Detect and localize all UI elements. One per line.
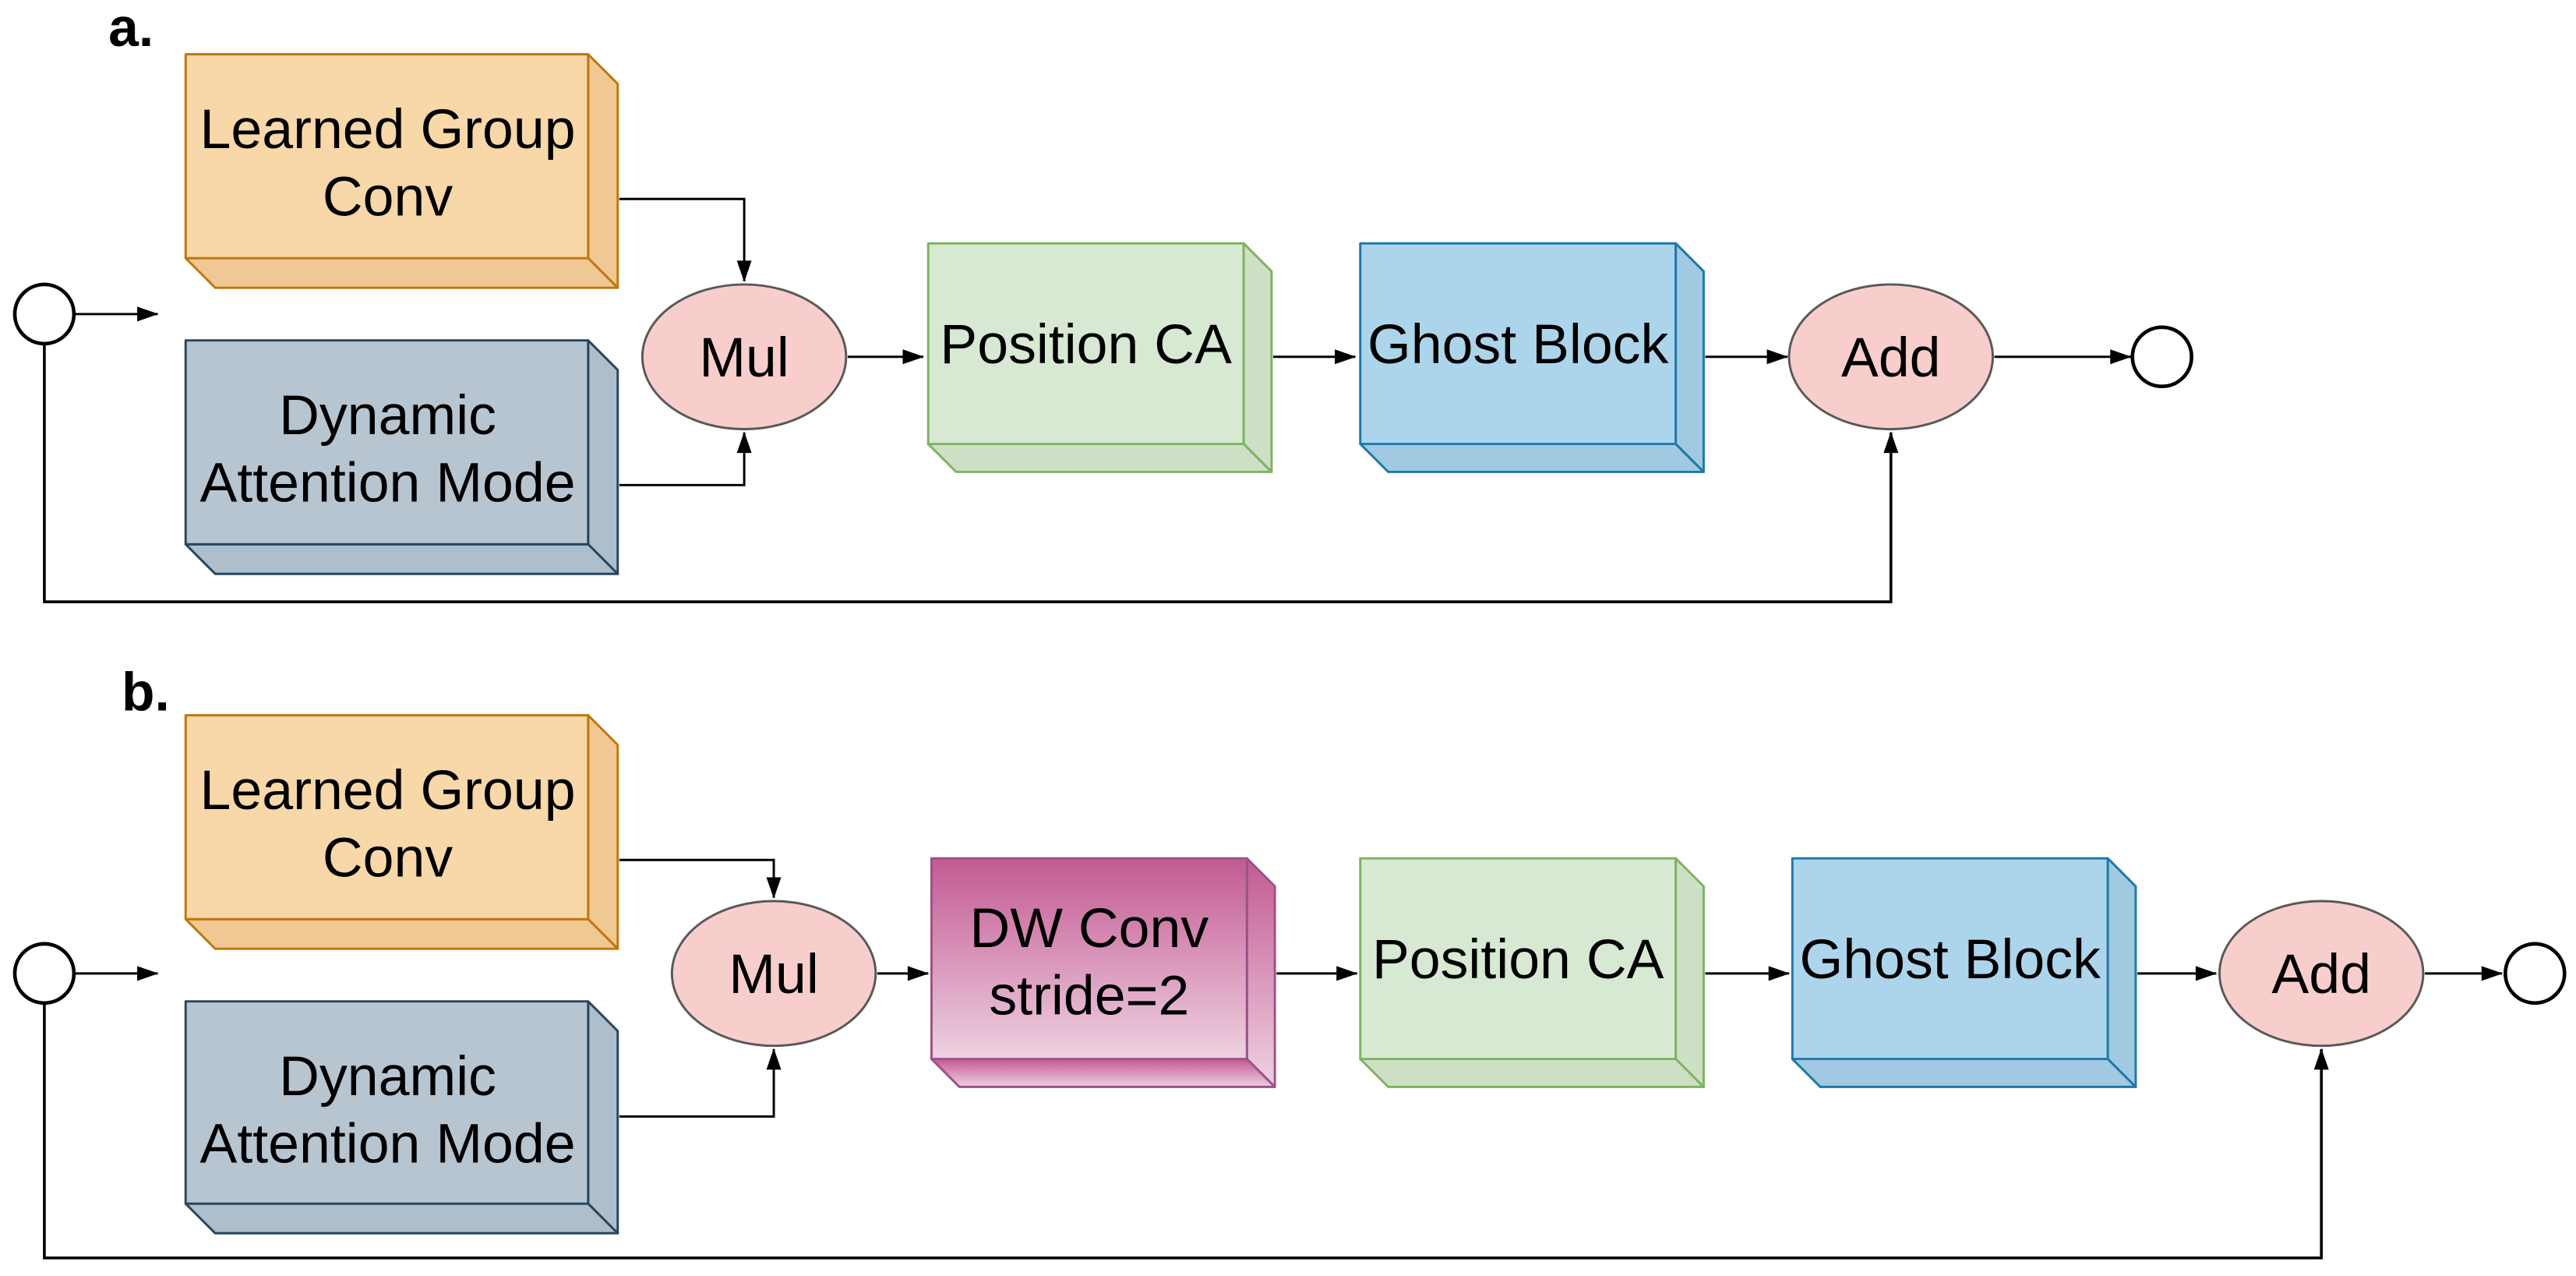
box-front [184,339,590,546]
node-label: stride=2 [989,965,1189,1027]
box-side-bottom [184,256,619,289]
box-side-right [1245,857,1276,1088]
edge-conv-to-mul [619,197,752,282]
node-label: Position CA [940,313,1232,376]
edge-skip-connection [43,345,1899,603]
box-front [184,714,590,921]
box-front [1359,242,1678,446]
node-label: DW Conv [970,897,1209,960]
node-dynamic-attention-mode: Dynamic Attention Mode [184,339,619,575]
box-front [930,857,1248,1061]
node-add: Add [1787,283,1994,431]
box-side-right [587,339,619,575]
box-side-bottom [926,443,1273,473]
node-learned-group-conv: Learned Group Conv [184,53,619,289]
diagram-b-label: b. [122,661,170,722]
box-side-bottom [184,917,619,950]
edge-skip-connection [43,1004,2329,1260]
node-mul: Mul [640,283,848,431]
input-node [12,942,76,1006]
node-learned-group-conv: Learned Group Conv [184,714,619,950]
diagram-a: a. Learned Group Conv Dynamic Attention … [12,0,2193,603]
box-side-bottom [184,1202,619,1235]
node-label: Dynamic [279,384,496,447]
edge-conv-to-mul [619,858,782,899]
output-node [2130,325,2193,389]
edge-attention-to-mul [619,1048,782,1118]
node-mul: Mul [670,900,877,1048]
mul-ellipse [640,283,848,431]
output-node [2504,942,2567,1006]
node-ghost-block: Ghost Block [1359,242,1705,473]
box-front [184,53,590,260]
node-label: Position CA [1372,928,1664,991]
node-position-ca: Position CA [1359,857,1705,1088]
input-node [12,282,76,346]
box-front [184,1000,590,1205]
box-side-bottom [930,1058,1276,1088]
node-label: Add [2271,943,2371,1006]
box-front [1359,857,1678,1061]
box-side-right [1242,242,1273,473]
node-label: Attention Mode [200,1112,576,1175]
node-label: Add [1841,327,1941,389]
node-label: Attention Mode [200,451,576,514]
box-side-right [587,714,619,950]
node-label: Conv [323,165,453,228]
node-position-ca: Position CA [926,242,1273,473]
box-side-right [1674,242,1705,473]
box-side-right [1674,857,1705,1088]
diagram-a-label: a. [108,0,154,58]
node-label: Conv [323,826,453,889]
node-label: Learned Group [200,98,576,161]
node-label: Learned Group [200,759,576,822]
box-side-right [587,53,619,289]
node-label: Mul [699,327,789,389]
diagram-b: b. Learned Group Conv Dynamic Attention … [12,661,2567,1260]
box-front [1791,857,2109,1061]
node-dw-conv: DW Conv stride=2 [930,857,1276,1088]
box-side-bottom [1359,443,1705,473]
node-label: Ghost Block [1800,928,2101,991]
edge-attention-to-mul [619,431,752,486]
node-ghost-block: Ghost Block [1791,857,2137,1088]
box-side-right [2106,857,2137,1088]
node-label: Mul [729,943,818,1006]
mul-ellipse [670,900,877,1048]
node-label: Dynamic [279,1045,496,1108]
add-ellipse [1787,283,1994,431]
box-side-bottom [1791,1058,2137,1088]
node-dynamic-attention-mode: Dynamic Attention Mode [184,1000,619,1235]
node-label: Ghost Block [1367,313,1669,376]
box-side-bottom [184,543,619,575]
box-side-right [587,1000,619,1235]
box-side-bottom [1359,1058,1705,1088]
box-front [926,242,1245,446]
node-add: Add [2218,900,2425,1048]
add-ellipse [2218,900,2425,1048]
